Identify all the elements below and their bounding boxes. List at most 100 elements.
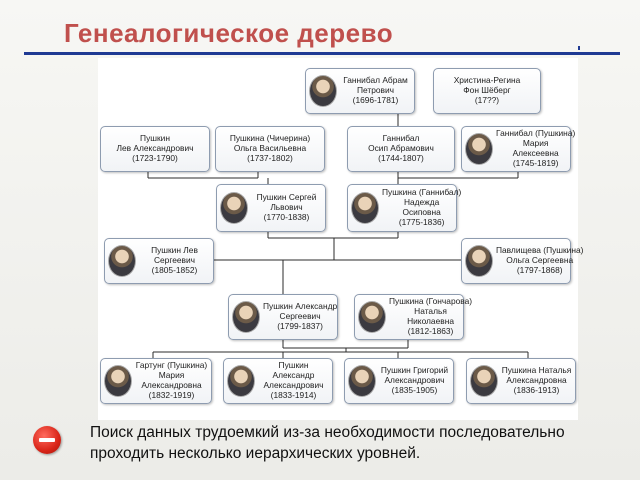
person-name: Ганнибал Абрам: [343, 75, 408, 86]
person-name: Пушкина (Ганнибал): [382, 187, 462, 198]
person-nadezhda-osipovna[interactable]: Пушкина (Ганнибал) Надежда Осиповна (177…: [347, 184, 461, 232]
person-natalya-alexandrovna[interactable]: Пушкина Наталья Александровна (1836-1913…: [466, 358, 576, 404]
portrait-icon: [108, 245, 136, 277]
person-name: Сергеевич: [153, 255, 196, 266]
title-underline-mark: [578, 46, 580, 50]
person-name: Осиповна: [402, 207, 441, 217]
person-name: Лев Александрович: [116, 143, 194, 154]
person-abram-gannibal[interactable]: Ганнибал Абрам Петрович (1696-1781): [305, 68, 415, 114]
note-text: Поиск данных трудоемкий из-за необходимо…: [90, 424, 565, 462]
person-dates: (1770-1838): [263, 211, 310, 222]
person-name: Наталья: [414, 306, 447, 317]
person-name: Гартунг (Пушкина): [135, 360, 208, 371]
person-name: Пушкин: [140, 133, 170, 144]
person-name: Пушкина (Чичерина): [229, 133, 311, 144]
person-name: Пушкина (Гончарова): [389, 296, 473, 307]
person-info: Ганнибал Осип Абрамович (1744-1807): [351, 133, 451, 163]
person-name: Пушкин Григорий: [380, 365, 449, 376]
person-info: Гартунг (Пушкина) Мария Александровна (1…: [135, 361, 208, 400]
portrait-icon: [104, 365, 132, 397]
person-dates: (1745-1819): [512, 157, 559, 168]
person-name: Фон Шёберг: [463, 85, 511, 96]
person-name: Александровна: [141, 380, 202, 390]
person-info: Павлищева (Пушкина) Ольга Сергеевна (179…: [496, 245, 584, 275]
person-name: Ганнибал (Пушкина): [496, 128, 576, 139]
portrait-icon: [465, 133, 493, 165]
person-christina-regina[interactable]: Христина-Регина Фон Шёберг (17??): [433, 68, 541, 114]
person-grigory-alexandrovich[interactable]: Пушкин Григорий Александрович (1835-1905…: [344, 358, 454, 404]
person-name: Осип Абрамович: [368, 143, 434, 154]
portrait-icon: [351, 192, 379, 224]
portrait-icon: [470, 365, 498, 397]
person-dates: (1799-1837): [277, 320, 323, 331]
person-name: Александрович: [384, 375, 445, 386]
person-maria-alexandrovna[interactable]: Гартунг (Пушкина) Мария Александровна (1…: [100, 358, 212, 404]
person-name: Александровна: [506, 375, 567, 386]
person-info: Пушкин Александр Александрович (1833-191…: [258, 361, 329, 400]
person-sergey-lvovich[interactable]: Пушкин Сергей Львович (1770-1838): [216, 184, 326, 232]
person-lev-alexandrovich[interactable]: Пушкин Лев Александрович (1723-1790): [100, 126, 210, 172]
title-underline: [24, 52, 620, 55]
person-name: Мария: [158, 370, 185, 381]
person-dates: (1775-1836): [398, 216, 445, 227]
person-lev-sergeevich[interactable]: Пушкин Лев Сергеевич (1805-1852): [104, 238, 214, 284]
person-natalya-nikolaevna[interactable]: Пушкина (Гончарова) Наталья Николаевна (…: [354, 294, 472, 340]
person-olga-sergeevna[interactable]: Павлищева (Пушкина) Ольга Сергеевна (179…: [461, 238, 583, 284]
person-dates: (1835-1905): [391, 384, 438, 395]
person-name: Ольга Васильевна: [233, 143, 307, 154]
person-name: Николаевна: [407, 316, 454, 326]
portrait-icon: [309, 75, 337, 107]
tree-connectors: [147, 92, 529, 358]
person-osip-gannibal[interactable]: Ганнибал Осип Абрамович (1744-1807): [347, 126, 455, 172]
person-info: Ганнибал (Пушкина) Мария Алексеевна (174…: [496, 129, 575, 168]
person-info: Пушкина Наталья Александровна (1836-1913…: [501, 365, 572, 395]
portrait-icon: [358, 301, 386, 333]
person-info: Пушкин Григорий Александрович (1835-1905…: [379, 365, 450, 395]
person-alexander-alexandrovich[interactable]: Пушкин Александр Александрович (1833-191…: [223, 358, 333, 404]
person-info: Христина-Регина Фон Шёберг (17??): [437, 75, 537, 105]
person-dates: (1836-1913): [513, 384, 560, 395]
portrait-icon: [348, 365, 376, 397]
person-maria-alekseevna[interactable]: Ганнибал (Пушкина) Мария Алексеевна (174…: [461, 126, 575, 172]
person-olga-vasilyevna[interactable]: Пушкина (Чичерина) Ольга Васильевна (173…: [215, 126, 325, 172]
person-dates: (1812-1863): [407, 325, 454, 336]
person-dates: (1744-1807): [378, 152, 424, 163]
person-name: Христина-Регина: [453, 75, 521, 86]
person-dates: (1833-1914): [270, 389, 317, 400]
person-info: Пушкин Сергей Львович (1770-1838): [251, 192, 322, 222]
family-tree: Ганнибал Абрам Петрович (1696-1781) Хрис…: [98, 58, 583, 420]
person-name: Сергеевич: [279, 311, 321, 322]
person-name: Александр: [272, 370, 315, 381]
person-name: Пушкин Сергей: [256, 192, 317, 203]
person-info: Пушкин Лев Сергеевич (1805-1852): [139, 245, 210, 275]
person-dates: (1805-1852): [151, 264, 198, 275]
person-info: Пушкин Лев Александрович (1723-1790): [104, 133, 206, 163]
portrait-icon: [465, 245, 493, 277]
portrait-icon: [220, 192, 248, 224]
no-entry-icon: [33, 426, 61, 454]
person-info: Ганнибал Абрам Петрович (1696-1781): [340, 75, 411, 105]
person-alexander-sergeevich[interactable]: Пушкин Александр Сергеевич (1799-1837): [228, 294, 338, 340]
person-name: Ольга Сергеевна: [506, 255, 574, 266]
portrait-icon: [227, 365, 255, 397]
person-name: Пушкин Александр: [263, 301, 338, 312]
person-name: Пушкин: [278, 360, 309, 371]
portrait-icon: [232, 301, 260, 333]
person-name: Надежда: [403, 197, 440, 208]
person-name: Пушкин Лев: [151, 245, 198, 256]
person-name: Александрович: [263, 380, 324, 390]
person-name: Пушкина Наталья: [501, 365, 572, 376]
person-name: Львович: [270, 202, 303, 213]
person-info: Пушкин Александр Сергеевич (1799-1837): [263, 301, 338, 331]
person-dates: (1797-1868): [516, 264, 563, 275]
person-name: Павлищева (Пушкина): [496, 245, 584, 256]
person-dates: (1723-1790): [132, 152, 178, 163]
person-info: Пушкина (Ганнибал) Надежда Осиповна (177…: [382, 188, 461, 227]
person-name: Мария: [522, 138, 549, 149]
person-dates: (1696-1781): [352, 94, 399, 105]
person-info: Пушкина (Чичерина) Ольга Васильевна (173…: [219, 133, 321, 163]
person-name: Петрович: [356, 85, 395, 96]
person-dates: (17??): [474, 94, 500, 105]
person-dates: (1832-1919): [148, 389, 195, 400]
person-info: Пушкина (Гончарова) Наталья Николаевна (…: [389, 297, 472, 336]
